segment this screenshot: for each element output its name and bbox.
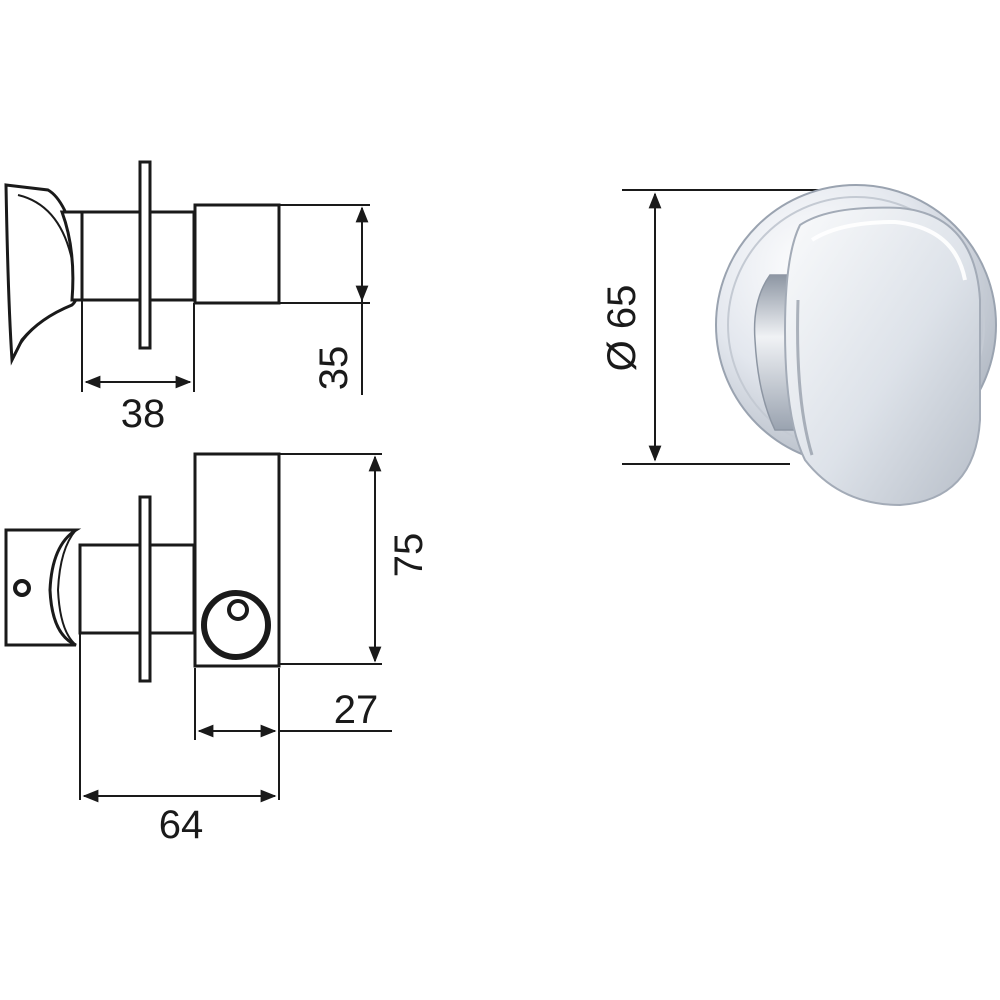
- side-handle-curve: [56, 529, 77, 646]
- top-body: [80, 210, 196, 302]
- top-handle-neck: [59, 210, 84, 302]
- dim-label-35: 35: [312, 346, 356, 391]
- side-wall-plate: [138, 495, 152, 683]
- dim-label-75: 75: [387, 533, 431, 578]
- top-handle-inner-curve: [13, 194, 73, 356]
- dim-label-38: 38: [121, 392, 166, 436]
- perspective-view: Ø 65: [600, 184, 997, 507]
- dim-label-65: Ø 65: [600, 285, 644, 372]
- dim-label-64: 64: [159, 803, 204, 847]
- top-wall-plate: [138, 160, 152, 350]
- handle-lever: [783, 206, 981, 507]
- side-outlet-ring: [201, 590, 271, 660]
- side-view: 75 27 64: [4, 452, 431, 847]
- side-handle-screw: [13, 579, 31, 597]
- handle-highlight: [810, 219, 967, 281]
- dim-label-27: 27: [334, 688, 379, 732]
- side-body: [78, 543, 196, 635]
- side-handle: [4, 528, 82, 647]
- side-outlet-hole: [227, 599, 249, 621]
- top-cartridge: [193, 203, 281, 305]
- handle-edge-shadow: [796, 299, 814, 456]
- top-view: 38 35: [4, 160, 370, 436]
